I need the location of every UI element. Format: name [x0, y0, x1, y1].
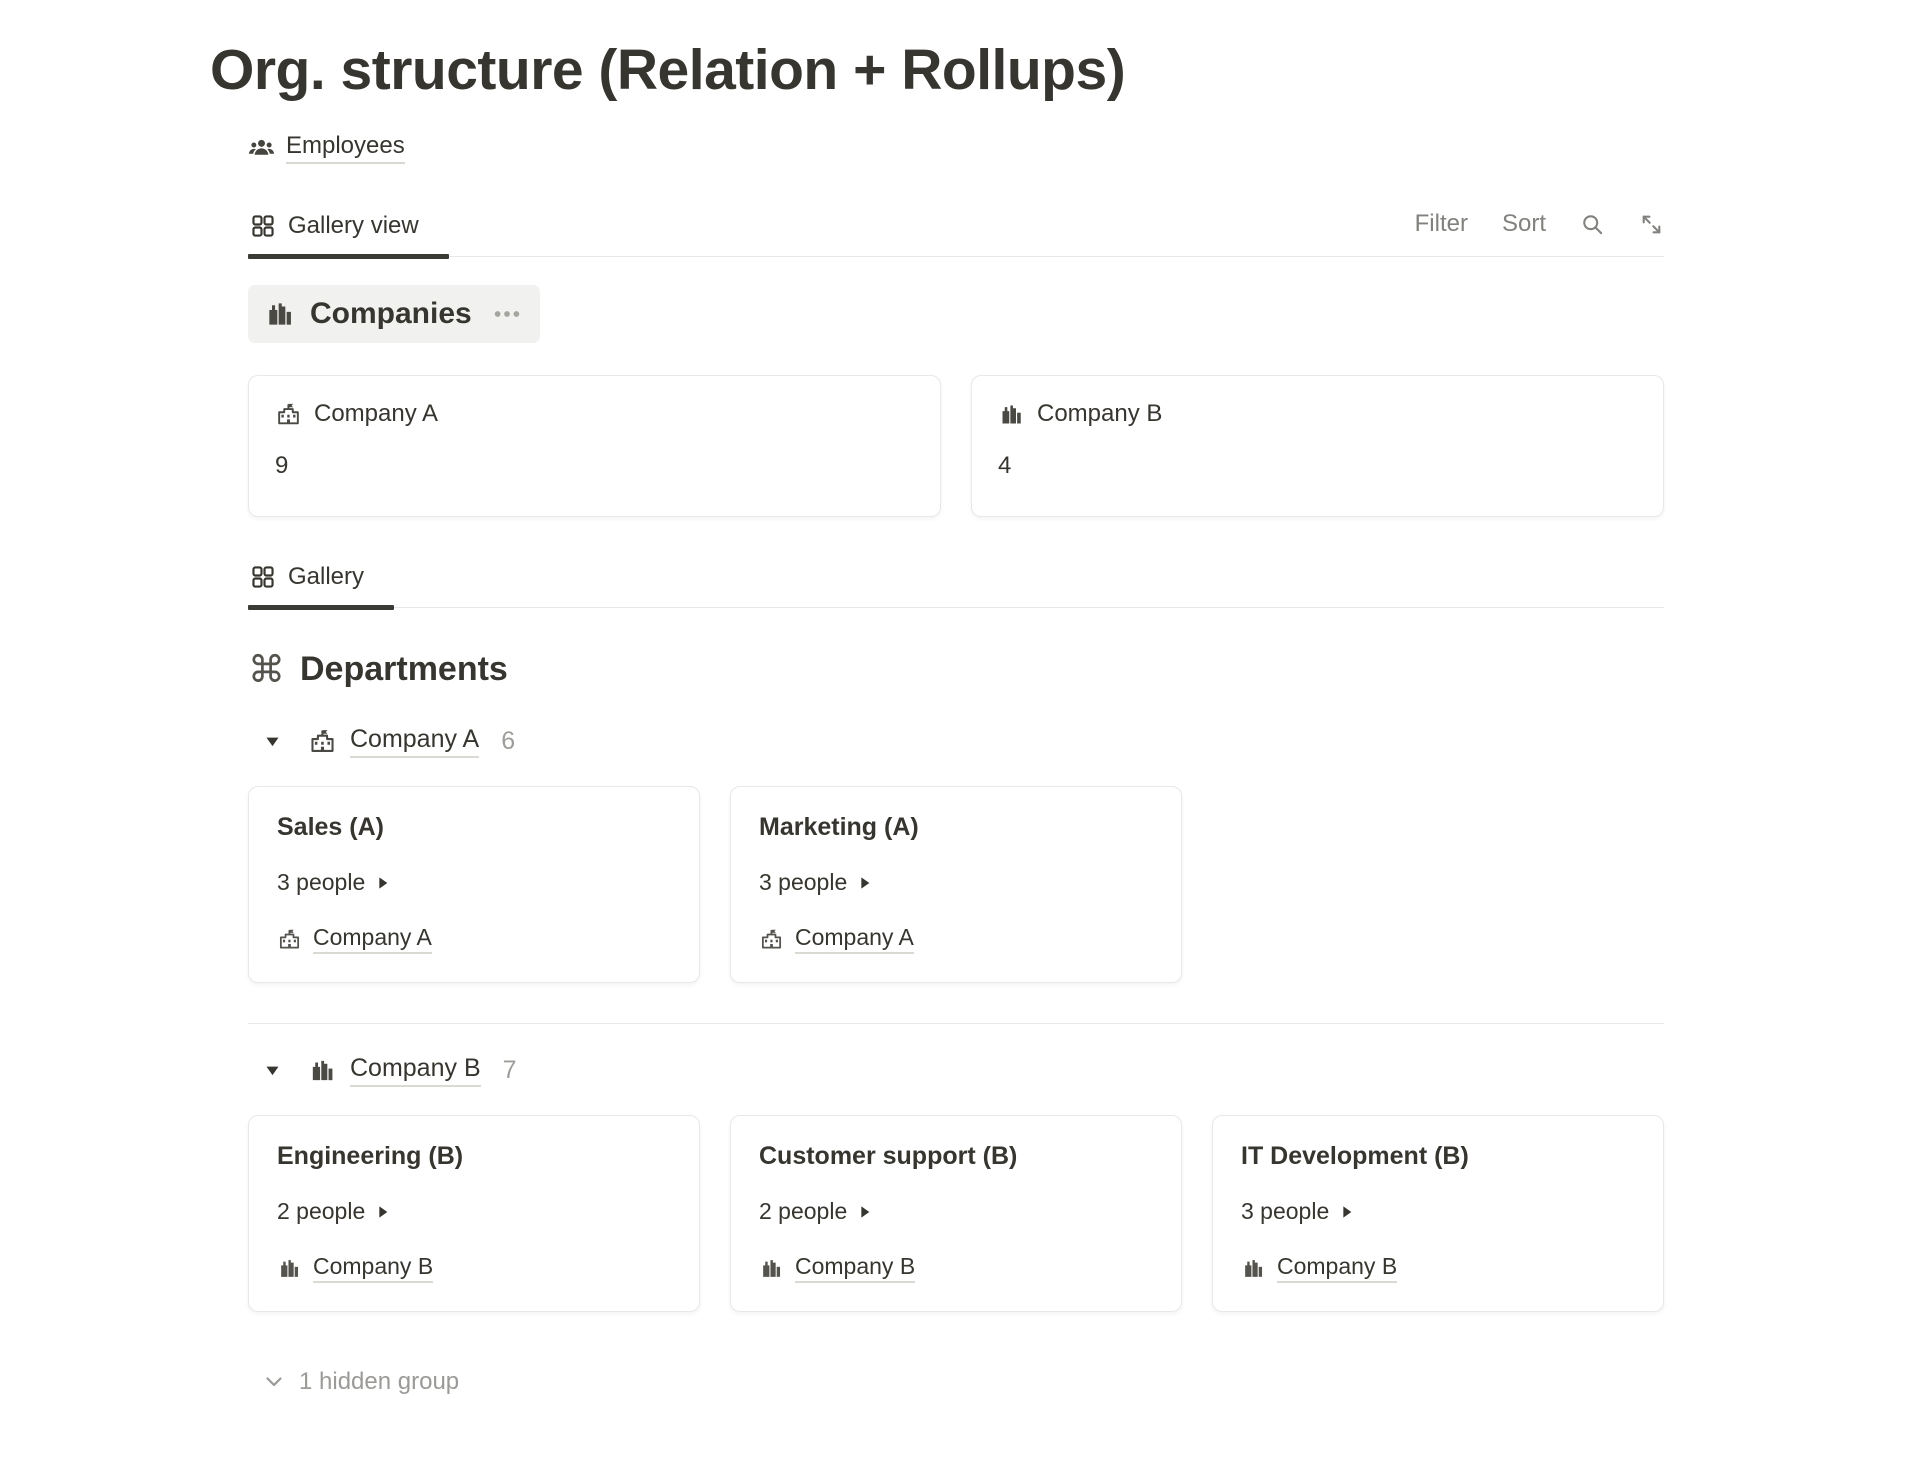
department-card-title: Engineering (B)	[277, 1142, 464, 1171]
expand-icon[interactable]	[1639, 212, 1664, 237]
rollup-expand-icon[interactable]	[857, 1204, 873, 1220]
hidden-groups-toggle[interactable]: 1 hidden group	[248, 1368, 1664, 1396]
people-icon	[248, 135, 275, 162]
search-icon[interactable]	[1580, 212, 1605, 237]
city-icon	[998, 401, 1025, 428]
group-name-link[interactable]: Company A	[350, 725, 480, 759]
companies-board-title: Companies	[310, 297, 472, 331]
departments-card-grid: Engineering (B) 2 people Company B Custo…	[248, 1115, 1664, 1313]
people-rollup: 3 people	[1241, 1198, 1635, 1225]
department-card[interactable]: IT Development (B) 3 people Company B	[1212, 1115, 1664, 1313]
ellipsis-menu-icon[interactable]	[492, 299, 522, 329]
filter-button[interactable]: Filter	[1414, 210, 1468, 238]
gallery-grid-icon	[250, 213, 276, 239]
city-icon	[308, 1056, 337, 1085]
collapse-triangle-icon[interactable]	[264, 733, 281, 750]
school-icon	[275, 401, 302, 428]
group-count: 7	[502, 1056, 517, 1085]
group-header-company-a: Company A 6	[248, 725, 1664, 759]
rollup-expand-icon[interactable]	[375, 875, 391, 891]
people-count: 3 people	[759, 869, 848, 896]
rollup-value: 9	[275, 452, 289, 480]
companies-board-header[interactable]: Companies	[248, 285, 540, 344]
source-database-link[interactable]: Employees	[248, 132, 1664, 165]
people-rollup: 2 people	[277, 1198, 671, 1225]
gallery-grid-icon	[250, 564, 276, 590]
company-relation-link[interactable]: Company A	[313, 924, 432, 955]
company-relation-link[interactable]: Company B	[313, 1253, 434, 1284]
companies-card-grid: Company A 9 Company B 4	[248, 375, 1664, 518]
rollup-value: 4	[998, 452, 1012, 480]
hidden-groups-label: 1 hidden group	[299, 1368, 460, 1396]
tab-label: Gallery view	[288, 212, 419, 240]
company-relation: Company B	[1241, 1253, 1635, 1284]
department-card-title: IT Development (B)	[1241, 1142, 1469, 1171]
view-controls: Filter Sort	[1415, 210, 1664, 256]
notion-page: Org. structure (Relation + Rollups) Empl…	[210, 38, 1664, 1396]
departments-board-header[interactable]: ⌘ Departments	[248, 650, 1664, 689]
sort-button[interactable]: Sort	[1501, 210, 1546, 238]
tab-gallery[interactable]: Gallery	[248, 563, 395, 610]
department-card[interactable]: Customer support (B) 2 people Company B	[730, 1115, 1182, 1313]
company-relation: Company A	[277, 924, 671, 955]
tab-gallery-view[interactable]: Gallery view	[248, 212, 449, 259]
rollup-expand-icon[interactable]	[857, 875, 873, 891]
command-icon: ⌘	[248, 648, 285, 692]
departments-card-grid: Sales (A) 3 people Company A Marketing (…	[248, 786, 1664, 984]
group-header-company-b: Company B 7	[248, 1054, 1664, 1088]
city-icon	[277, 1256, 302, 1281]
company-relation: Company B	[277, 1253, 671, 1284]
company-card-title: Company B	[1037, 400, 1163, 428]
tab-label: Gallery	[288, 563, 365, 591]
chevron-down-icon	[262, 1370, 286, 1394]
page-title: Org. structure (Relation + Rollups)	[210, 38, 1126, 102]
company-relation-link[interactable]: Company B	[1277, 1253, 1398, 1284]
department-card-title: Sales (A)	[277, 813, 384, 842]
people-rollup: 3 people	[277, 869, 671, 896]
rollup-expand-icon[interactable]	[1339, 1204, 1355, 1220]
people-count: 3 people	[277, 869, 366, 896]
department-card-title: Customer support (B)	[759, 1142, 1018, 1171]
company-relation-link[interactable]: Company A	[795, 924, 914, 955]
city-icon	[264, 298, 296, 330]
city-icon	[1241, 1256, 1266, 1281]
source-link-label[interactable]: Employees	[286, 132, 405, 165]
departments-board-title: Departments	[300, 650, 508, 689]
department-card-title: Marketing (A)	[759, 813, 919, 842]
company-card-title: Company A	[314, 400, 439, 428]
people-count: 3 people	[1241, 1198, 1330, 1225]
company-relation: Company A	[759, 924, 1153, 955]
department-card[interactable]: Sales (A) 3 people Company A	[248, 786, 700, 984]
view-tabbar: Gallery view Filter Sort	[248, 210, 1664, 259]
view-tabbar: Gallery	[248, 563, 1664, 610]
department-card[interactable]: Marketing (A) 3 people Company A	[730, 786, 1182, 984]
school-icon	[308, 727, 337, 756]
group-divider	[248, 1023, 1664, 1025]
people-count: 2 people	[277, 1198, 366, 1225]
school-icon	[759, 927, 784, 952]
company-card[interactable]: Company A 9	[248, 375, 941, 518]
city-icon	[759, 1256, 784, 1281]
people-count: 2 people	[759, 1198, 848, 1225]
school-icon	[277, 927, 302, 952]
people-rollup: 3 people	[759, 869, 1153, 896]
group-name-link[interactable]: Company B	[350, 1054, 481, 1088]
company-relation: Company B	[759, 1253, 1153, 1284]
rollup-expand-icon[interactable]	[375, 1204, 391, 1220]
department-card[interactable]: Engineering (B) 2 people Company B	[248, 1115, 700, 1313]
company-relation-link[interactable]: Company B	[795, 1253, 916, 1284]
group-count: 6	[501, 727, 516, 756]
company-card[interactable]: Company B 4	[971, 375, 1664, 518]
people-rollup: 2 people	[759, 1198, 1153, 1225]
collapse-triangle-icon[interactable]	[264, 1062, 281, 1079]
